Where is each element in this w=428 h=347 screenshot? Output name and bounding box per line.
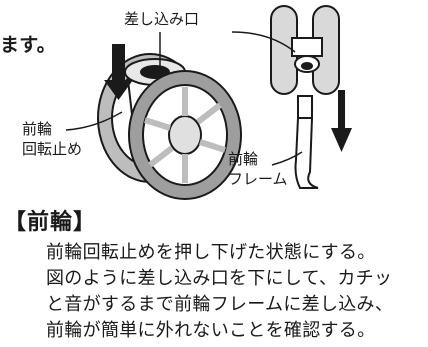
front-wheel-assembly <box>97 53 242 200</box>
section-heading: 【前輪】 <box>4 210 97 235</box>
down-arrow-icon <box>331 90 352 152</box>
front-wheel-illustration <box>65 5 352 200</box>
instruction-line-1: 前輪回転止めを押し下げた状態にする。 <box>46 242 376 263</box>
front-frame-label-line1: 前輪 <box>228 150 259 168</box>
callout-leaders <box>65 31 303 166</box>
instruction-line-4: 前輪が簡単に外れないことを確認する。 <box>46 320 376 341</box>
instruction-line-3: と音がするまで前輪フレームに差し込み、 <box>46 294 394 315</box>
instruction-line-2: 図のように差し込み口を下にして、カチッ <box>46 268 393 289</box>
front-wheel-lock-label-line1: 前輪 <box>22 120 53 138</box>
front-frame <box>294 95 319 189</box>
down-arrow-icon <box>104 44 133 100</box>
front-frame-label-line2: フレーム <box>228 170 288 188</box>
front-wheel-lock-label-line2: 回転止め <box>22 140 83 158</box>
wheel-pair-top-view <box>270 5 340 95</box>
insertion-port-label: 差し込み口 <box>124 10 200 28</box>
intro-fragment: ます。 <box>0 34 57 56</box>
